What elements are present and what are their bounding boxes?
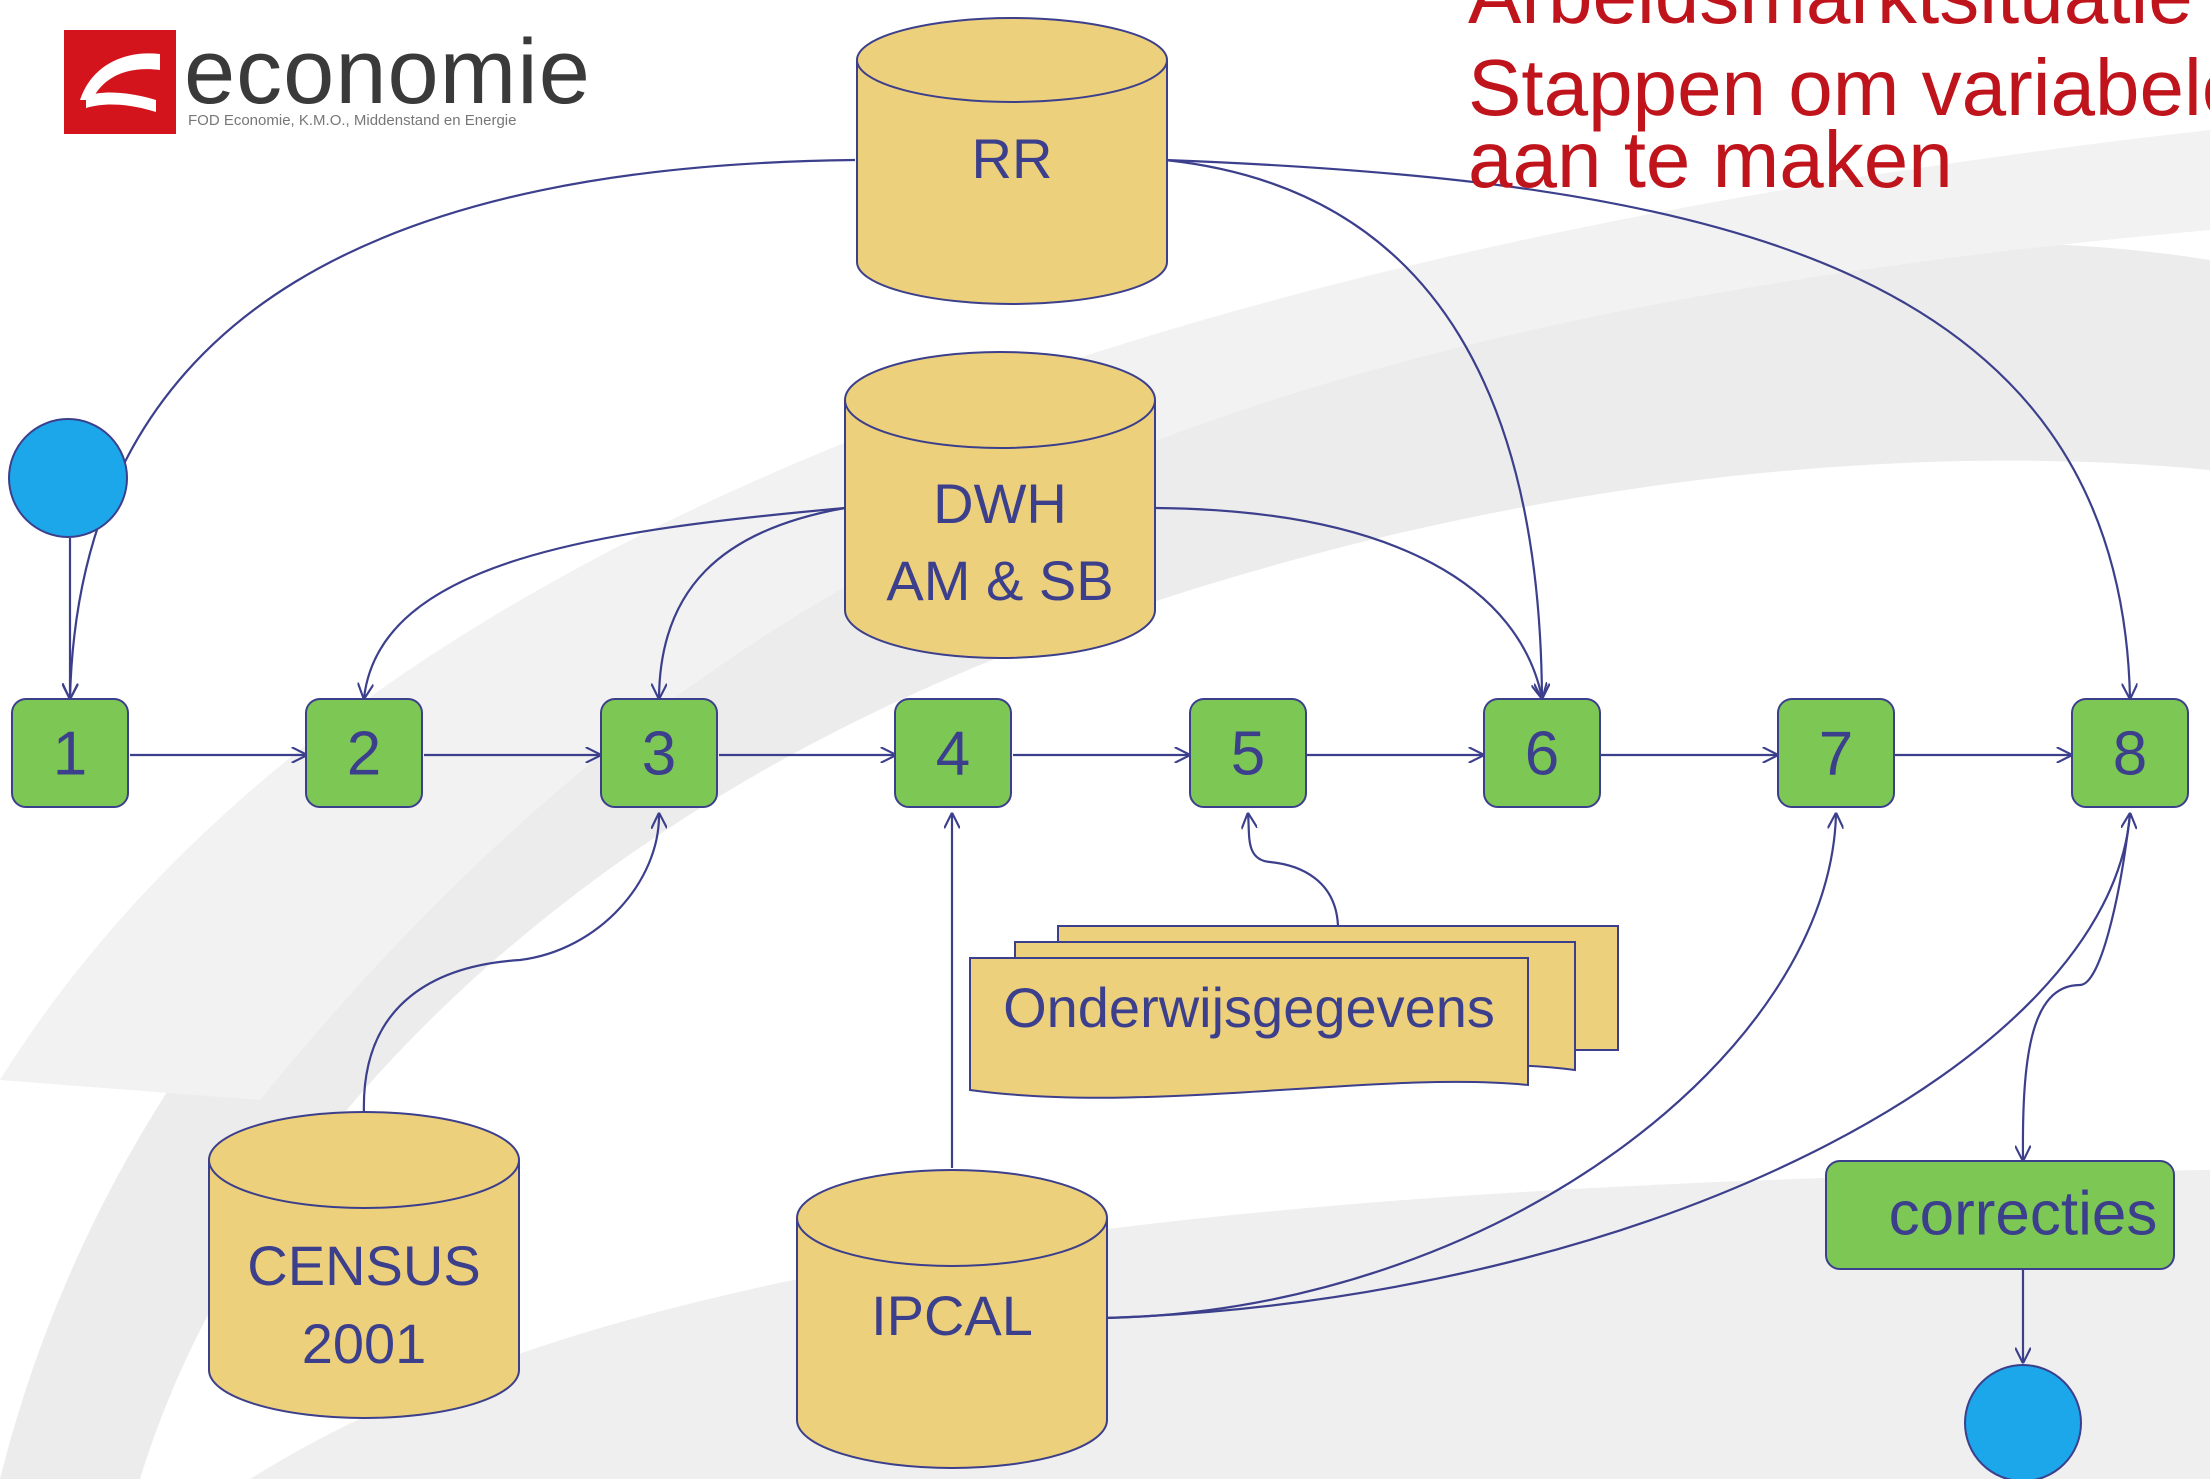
title-line-2: Stappen om variabele (1468, 43, 2210, 132)
database-dwh: DWH AM & SB (844, 351, 1156, 659)
end-terminator (1964, 1364, 2082, 1482)
step-1-label: 1 (53, 719, 87, 788)
arrow-rr-6 (1164, 158, 1542, 698)
step-8-label: 8 (2113, 719, 2147, 788)
step-6-label: 6 (1525, 719, 1559, 788)
step-4-label: 4 (936, 719, 970, 788)
database-dwh-label-1: DWH (933, 472, 1067, 535)
step-5-label: 5 (1231, 719, 1265, 788)
step-3: 3 (600, 698, 718, 808)
arrow-ipcal-7 (1104, 814, 1836, 1320)
logo-wordmark: economie (184, 21, 591, 123)
arrow-rr-1 (70, 158, 856, 698)
start-terminator (8, 418, 128, 538)
title-line-1: Arbeidsmarktsituatie (1468, 0, 2193, 42)
arrow-8-correcties (2023, 813, 2132, 1160)
arrow-rr-8 (1164, 158, 2130, 698)
document-onderwijs-label: Onderwijsgegevens (1003, 976, 1495, 1039)
step-5: 5 (1189, 698, 1307, 808)
step-3-label: 3 (642, 719, 676, 788)
logo-subtitle: FOD Economie, K.M.O., Middenstand en Ene… (188, 112, 517, 129)
step-6: 6 (1483, 698, 1601, 808)
database-dwh-label-2: AM & SB (886, 549, 1113, 612)
economie-logo: economie FOD Economie, K.M.O., Middensta… (64, 22, 604, 140)
step-7: 7 (1777, 698, 1895, 808)
database-census-label-1: CENSUS (247, 1234, 480, 1297)
database-census: CENSUS 2001 (208, 1111, 520, 1419)
arrow-dwh-3 (659, 506, 846, 698)
arrow-dwh-2 (364, 506, 846, 698)
logo-mark-icon (64, 30, 176, 134)
step-2: 2 (305, 698, 423, 808)
database-rr: RR (856, 17, 1168, 305)
step-7-label: 7 (1819, 719, 1853, 788)
arrow-ipcal-8 (1104, 814, 2130, 1320)
step-8: 8 (2071, 698, 2189, 808)
correcties-label: correcties (1889, 1179, 2158, 1248)
correcties-box: correcties (1825, 1160, 2175, 1270)
database-census-label-2: 2001 (302, 1312, 427, 1375)
document-onderwijs: Onderwijsgegevens (969, 925, 1619, 1099)
arrow-dwh-6 (1154, 506, 1542, 698)
connectors (70, 158, 2132, 1362)
step-2-label: 2 (347, 719, 381, 788)
arrow-census-3 (362, 814, 659, 1116)
step-1: 1 (11, 698, 129, 808)
step-boxes: 1 2 3 4 5 6 7 8 (11, 698, 2189, 808)
database-ipcal: IPCAL (796, 1169, 1108, 1469)
database-rr-label: RR (972, 127, 1053, 190)
step-4: 4 (894, 698, 1012, 808)
database-ipcal-label: IPCAL (871, 1284, 1033, 1347)
arrow-onderwijs-5 (1248, 814, 1340, 927)
title-line-3: aan te maken (1468, 115, 1953, 204)
